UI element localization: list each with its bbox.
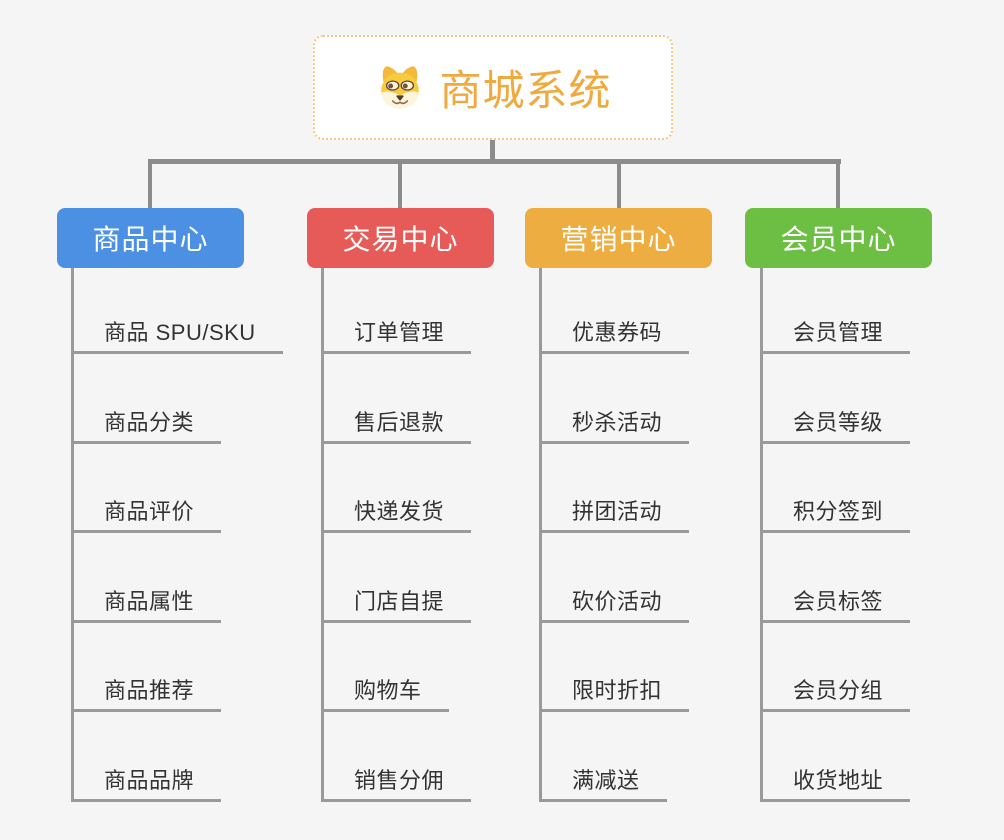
horizontal-connector bbox=[148, 159, 841, 164]
topic-item[interactable]: 购物车 bbox=[321, 673, 449, 712]
topic-item[interactable]: 拼团活动 bbox=[539, 494, 690, 533]
topic-item[interactable]: 销售分佣 bbox=[321, 763, 472, 802]
topic-item[interactable]: 商品品牌 bbox=[71, 763, 222, 802]
topic-item[interactable]: 会员分组 bbox=[760, 673, 911, 712]
branch-drop-connector bbox=[617, 159, 621, 209]
branch-label: 商品中心 bbox=[92, 224, 209, 255]
branch-label: 营销中心 bbox=[560, 224, 677, 255]
topic-item[interactable]: 商品分类 bbox=[71, 405, 222, 444]
column-connector bbox=[539, 267, 542, 802]
branch-label: 会员中心 bbox=[780, 224, 897, 255]
topic-item[interactable]: 快递发货 bbox=[321, 494, 472, 533]
branch-node-trade-center[interactable]: 交易中心 bbox=[307, 208, 494, 268]
column-connector bbox=[71, 267, 74, 802]
topic-item[interactable]: 积分签到 bbox=[760, 494, 911, 533]
branch-label: 交易中心 bbox=[342, 224, 459, 255]
topic-item[interactable]: 商品 SPU/SKU bbox=[71, 315, 283, 354]
dog-face-icon bbox=[381, 65, 420, 108]
root-title: 商城系统 bbox=[439, 67, 612, 114]
topic-item[interactable]: 满减送 bbox=[539, 763, 667, 802]
branch-node-member-center[interactable]: 会员中心 bbox=[745, 208, 932, 268]
branch-drop-connector bbox=[836, 159, 840, 209]
topic-item[interactable]: 订单管理 bbox=[321, 315, 472, 354]
branch-node-marketing-center[interactable]: 营销中心 bbox=[525, 208, 712, 268]
topic-item[interactable]: 门店自提 bbox=[321, 584, 472, 623]
branch-drop-connector bbox=[398, 159, 402, 209]
branch-node-product-center[interactable]: 商品中心 bbox=[57, 208, 244, 268]
topic-item[interactable]: 会员标签 bbox=[760, 584, 911, 623]
branch-drop-connector bbox=[148, 159, 152, 209]
topic-item[interactable]: 会员等级 bbox=[760, 405, 911, 444]
root-node[interactable]: 商城系统 bbox=[313, 35, 673, 140]
topic-item[interactable]: 秒杀活动 bbox=[539, 405, 690, 444]
column-connector bbox=[760, 267, 763, 802]
topic-item[interactable]: 砍价活动 bbox=[539, 584, 690, 623]
topic-item[interactable]: 商品评价 bbox=[71, 494, 222, 533]
root-stem-connector bbox=[490, 139, 495, 161]
topic-item[interactable]: 优惠券码 bbox=[539, 315, 690, 354]
topic-item[interactable]: 商品推荐 bbox=[71, 673, 222, 712]
topic-item[interactable]: 会员管理 bbox=[760, 315, 911, 354]
topic-item[interactable]: 商品属性 bbox=[71, 584, 222, 623]
topic-item[interactable]: 收货地址 bbox=[760, 763, 911, 802]
topic-item[interactable]: 售后退款 bbox=[321, 405, 472, 444]
topic-item[interactable]: 限时折扣 bbox=[539, 673, 690, 712]
column-connector bbox=[321, 267, 324, 802]
